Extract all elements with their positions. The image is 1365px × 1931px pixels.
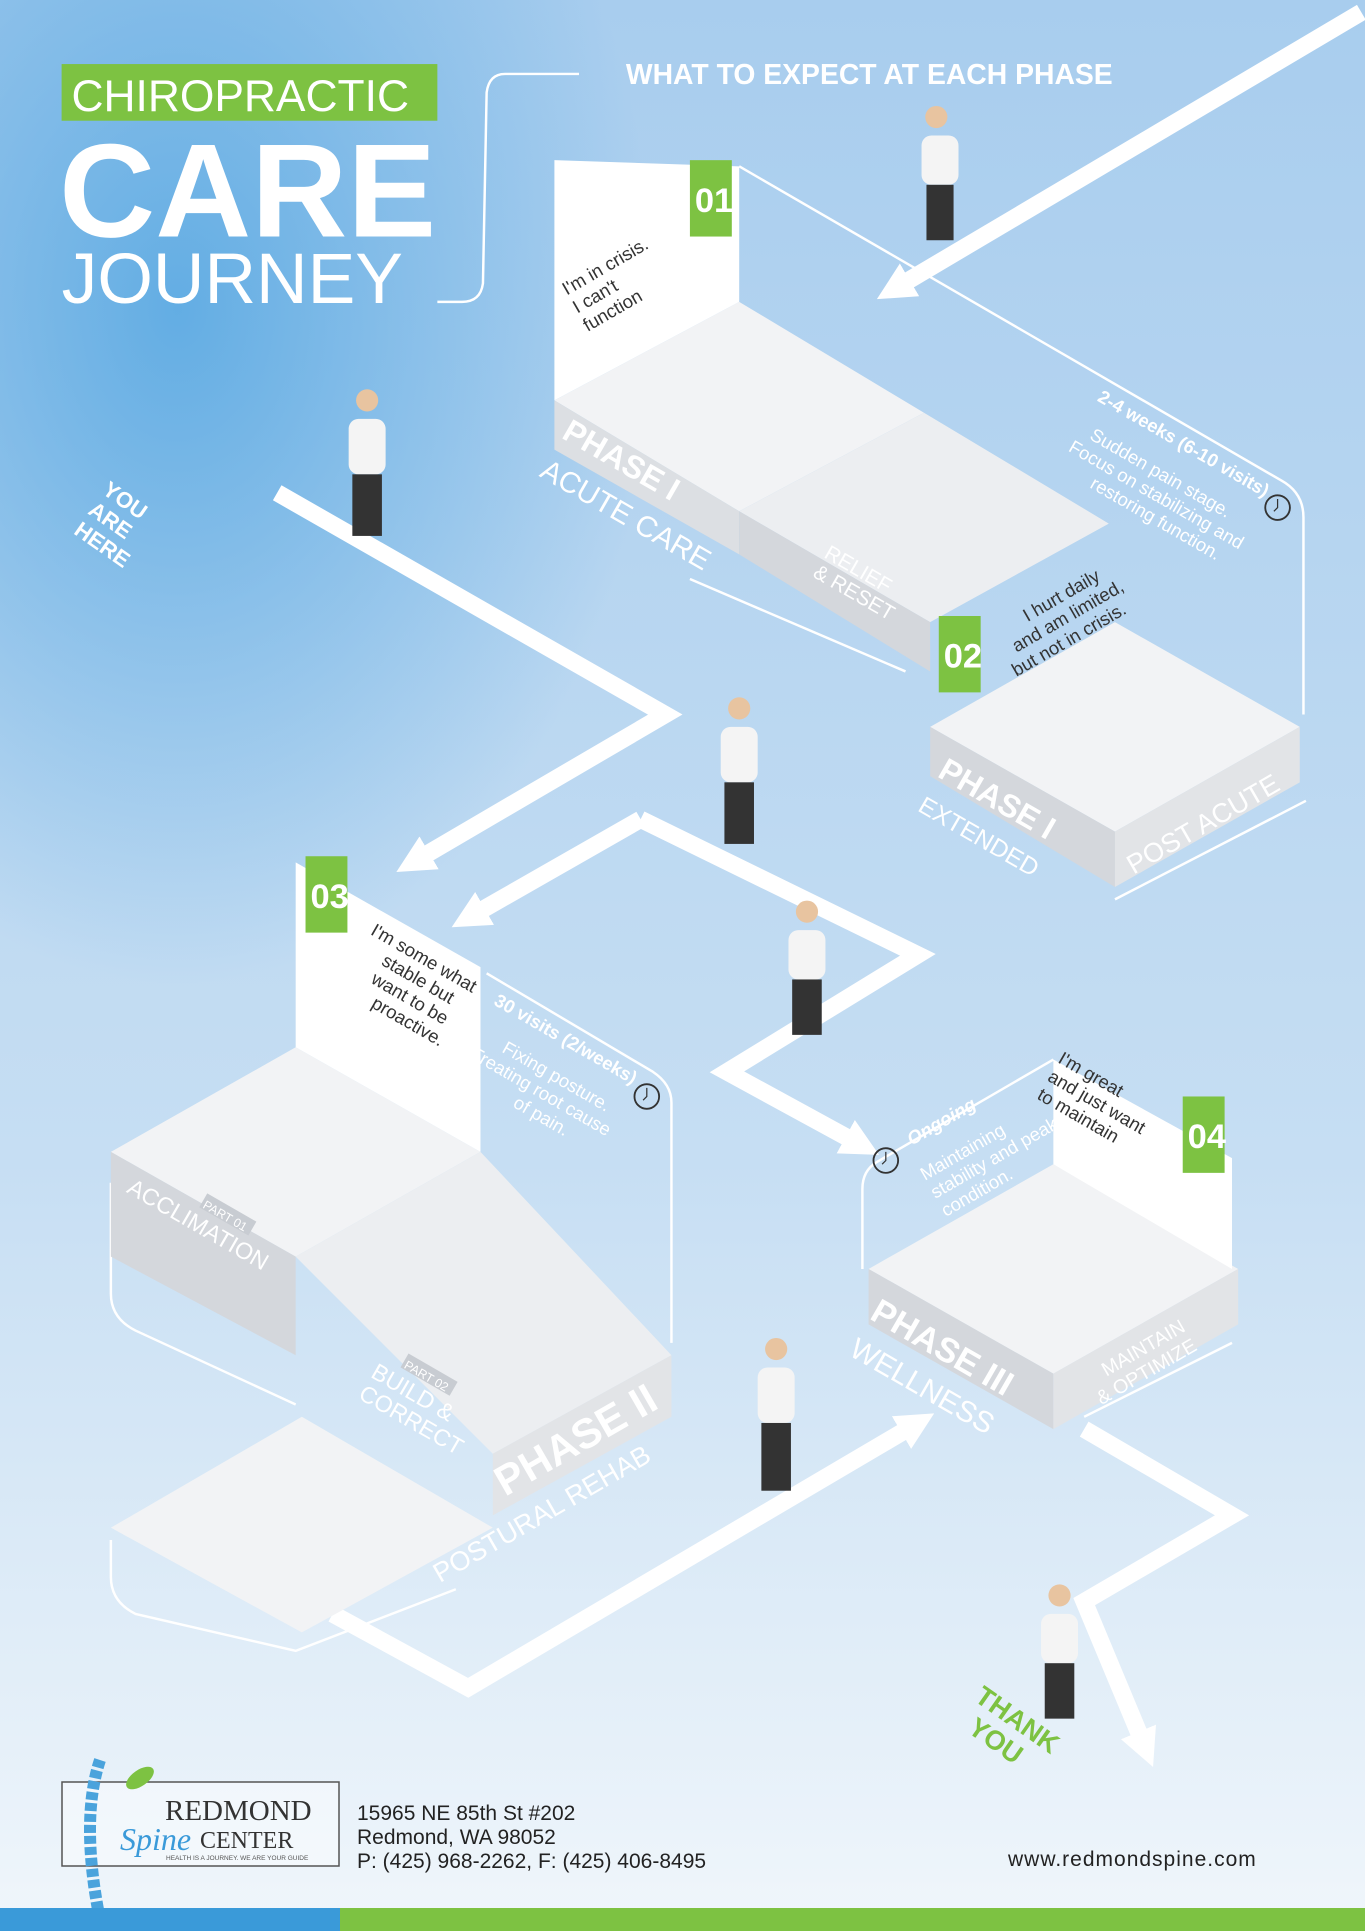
clock-icon xyxy=(633,1083,661,1110)
patient-figures xyxy=(348,105,1078,1719)
title-journey: JOURNEY xyxy=(62,239,403,319)
phone-fax: P: (425) 968-2262, F: (425) 406-8495 xyxy=(357,1850,707,1873)
svg-text:HEALTH IS A JOURNEY. WE ARE YO: HEALTH IS A JOURNEY. WE ARE YOUR GUIDE xyxy=(166,1855,309,1862)
address-line-2: Redmond, WA 98052 xyxy=(357,1826,556,1849)
address-line-1: 15965 NE 85th St #202 xyxy=(357,1802,576,1825)
subtitle: WHAT TO EXPECT AT EACH PHASE xyxy=(626,59,1113,91)
spine-icon xyxy=(84,1758,106,1922)
title-highlight xyxy=(61,64,438,121)
phase-badge-04: 04 xyxy=(1182,1096,1226,1173)
leaf-icon xyxy=(126,1766,154,1790)
clock-icon xyxy=(872,1147,900,1174)
svg-text:02: 02 xyxy=(944,638,982,676)
svg-text:REDMOND: REDMOND xyxy=(165,1795,312,1827)
guide-lines xyxy=(109,72,1307,1653)
journey-path xyxy=(272,4,1365,1767)
svg-text:03: 03 xyxy=(310,878,348,916)
you-are-here-label: YOU ARE HERE xyxy=(70,476,152,572)
svg-text:01: 01 xyxy=(695,182,733,220)
svg-text:04: 04 xyxy=(1188,1118,1226,1156)
address-block: 15965 NE 85th St #202 Redmond, WA 98052 … xyxy=(357,1802,706,1874)
redmond-spine-logo: REDMOND Spine CENTER HEALTH IS A JOURNEY… xyxy=(61,1758,340,1922)
phase-badge-03: 03 xyxy=(305,856,349,933)
phase-badge-01: 01 xyxy=(689,160,733,237)
svg-text:Spine: Spine xyxy=(120,1821,191,1857)
title-chiropractic: CHIROPRACTIC xyxy=(71,72,409,121)
svg-text:CENTER: CENTER xyxy=(200,1828,293,1854)
footer-bar-blue xyxy=(0,1908,340,1931)
phase-badge-02: 02 xyxy=(938,616,982,693)
website-link[interactable]: www.redmondspine.com xyxy=(1008,1848,1257,1871)
footer-bar-green xyxy=(340,1908,1365,1931)
title-care: CARE xyxy=(59,118,436,266)
clock-icon xyxy=(1264,494,1291,521)
